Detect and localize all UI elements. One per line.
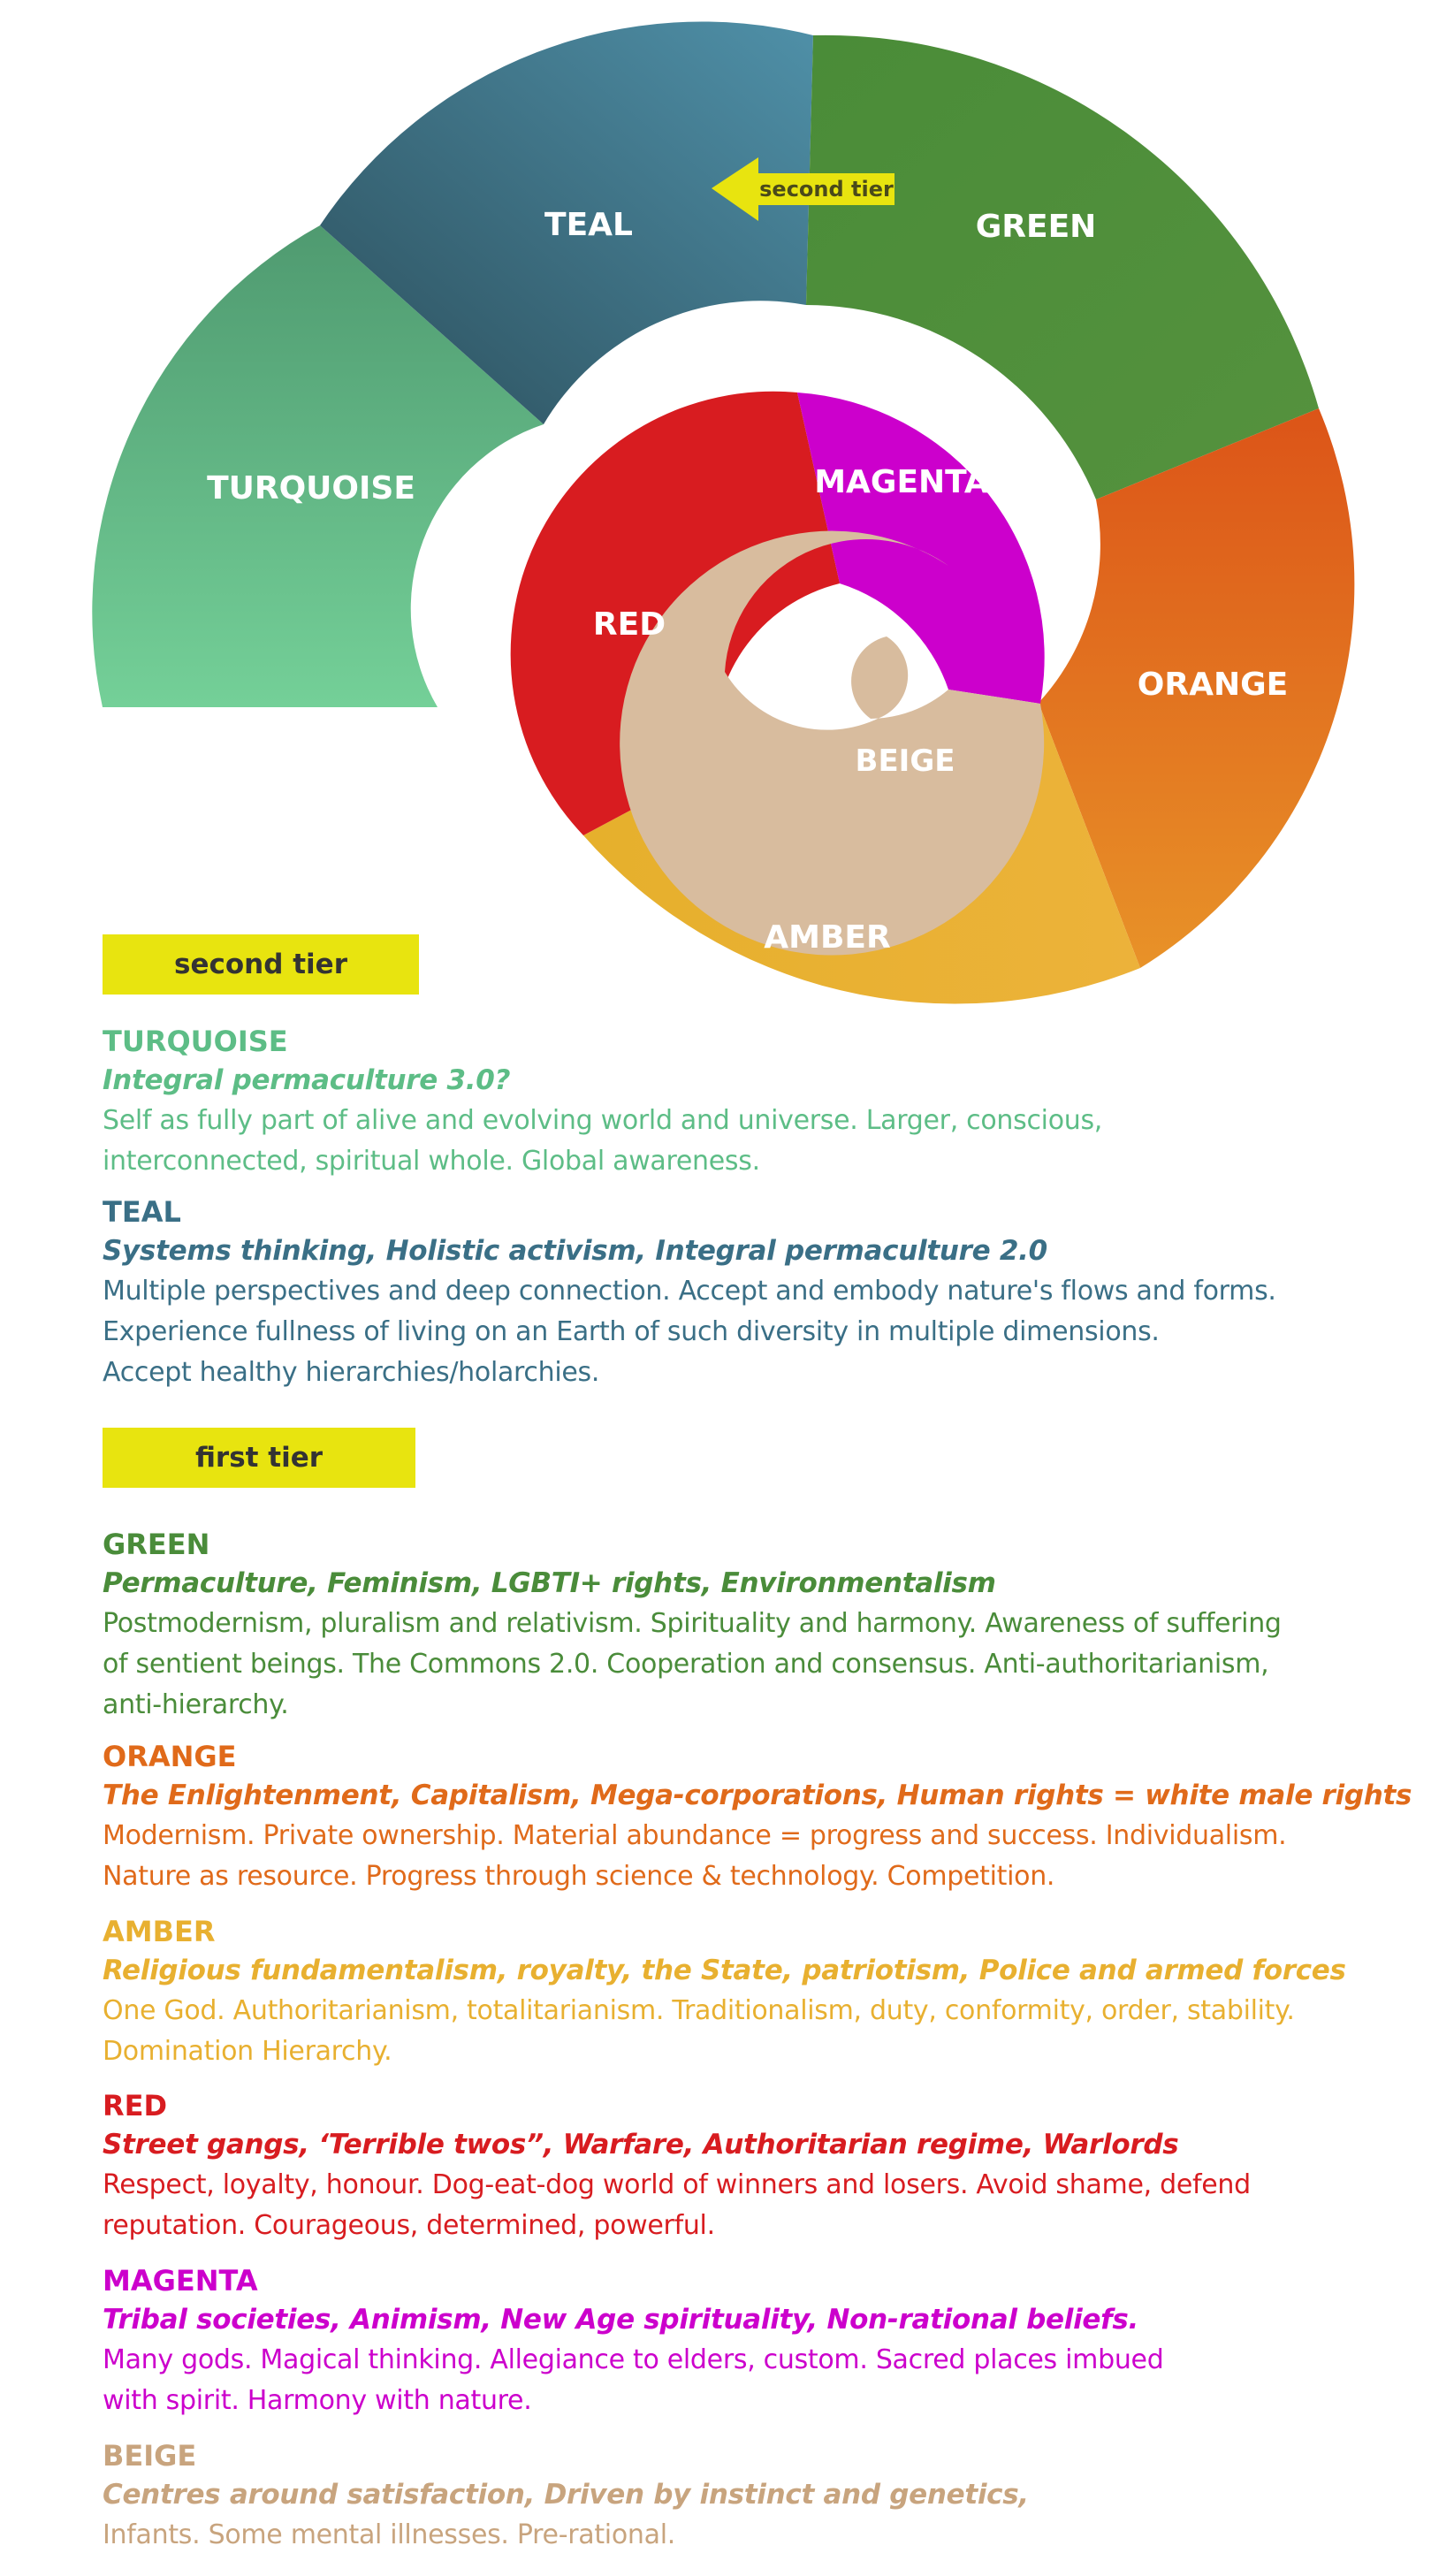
stage-orange: ORANGE The Enlightenment, Capitalism, Me… [103,1738,1437,1897]
spiral-diagram: second tier TURQUOISE TEAL GREEN ORANGE … [92,21,1355,1004]
stage-name: TURQUOISE [103,1025,288,1058]
stage-subtitle: Tribal societies, Animism, New Age spiri… [103,2304,1138,2336]
stage-description-line: Multiple perspectives and deep connectio… [103,1276,1276,1307]
stage-name: ORANGE [103,1740,237,1773]
stage-subtitle: Centres around satisfaction, Driven by i… [103,2479,1029,2511]
stage-green: GREEN Permaculture, Feminism, LGBTI+ rig… [103,1526,1437,1726]
stage-description-line: with spirit. Harmony with nature. [103,2385,532,2416]
spiral-label-red: RED [593,606,666,643]
stage-amber: AMBER Religious fundamentalism, royalty,… [103,1913,1437,2072]
spiral-segment-magenta [797,392,1045,704]
stage-description-line: anti-hierarchy. [103,1689,289,1720]
stage-description-line: Many gods. Magical thinking. Allegiance … [103,2344,1164,2375]
stage-description: Infants. Some mental illnesses. Pre-rati… [103,2515,1437,2556]
stage-subtitle: Systems thinking, Holistic activism, Int… [103,1235,1047,1267]
spiral-segment-orange [1039,408,1355,968]
spiral-segment-green [806,34,1319,500]
stage-description: Modernism. Private ownership. Material a… [103,1816,1437,1897]
stage-description-line: Modernism. Private ownership. Material a… [103,1820,1287,1851]
stage-name: AMBER [103,1915,216,1948]
stage-description: Multiple perspectives and deep connectio… [103,1271,1437,1393]
stage-subtitle: Permaculture, Feminism, LGBTI+ rights, E… [103,1567,996,1599]
stage-description: One God. Authoritarianism, totalitariani… [103,1991,1437,2072]
stage-name: BEIGE [103,2439,197,2473]
stage-beige: BEIGE Centres around satisfaction, Drive… [103,2437,1437,2556]
stage-description-line: of sentient beings. The Commons 2.0. Coo… [103,1649,1269,1680]
stage-description-line: Respect, loyalty, honour. Dog-eat-dog wo… [103,2169,1251,2200]
spiral-label-turquoise: TURQUOISE [207,470,415,507]
stage-description-line: reputation. Courageous, determined, powe… [103,2210,715,2241]
stage-red: RED Street gangs, ‘Terrible twos”, Warfa… [103,2087,1437,2246]
spiral-label-beige: BEIGE [856,743,955,779]
stage-description-line: Accept healthy hierarchies/holarchies. [103,1357,600,1388]
stage-subtitle: Integral permaculture 3.0? [103,1064,511,1096]
stage-description-line: Infants. Some mental illnesses. Pre-rati… [103,2519,675,2550]
stage-turquoise: TURQUOISE Integral permaculture 3.0? Sel… [103,1023,1437,1182]
stage-magenta: MAGENTA Tribal societies, Animism, New A… [103,2262,1437,2421]
first-tier-badge: first tier [103,1428,415,1488]
stage-description-line: One God. Authoritarianism, totalitariani… [103,1995,1295,2026]
stage-description-line: Nature as resource. Progress through sci… [103,1861,1055,1892]
stage-description: Respect, loyalty, honour. Dog-eat-dog wo… [103,2165,1437,2246]
stage-name: GREEN [103,1528,210,1561]
spiral-label-orange: ORANGE [1138,667,1288,703]
spiral-label-green: GREEN [976,209,1097,245]
spiral-label-magenta: MAGENTA [814,464,989,500]
stage-teal: TEAL Systems thinking, Holistic activism… [103,1193,1437,1393]
stage-description-line: Domination Hierarchy. [103,2036,392,2067]
stage-description-line: interconnected, spiritual whole. Global … [103,1146,760,1177]
spiral-segment-turquoise [92,225,544,707]
stage-subtitle: Street gangs, ‘Terrible twos”, Warfare, … [103,2129,1179,2161]
stage-description-line: Postmodernism, pluralism and relativism.… [103,1608,1282,1639]
stage-name: MAGENTA [103,2264,258,2298]
stage-description: Postmodernism, pluralism and relativism.… [103,1604,1437,1726]
stage-description-line: Self as fully part of alive and evolving… [103,1105,1103,1136]
stage-name: TEAL [103,1195,181,1229]
stage-name: RED [103,2089,168,2123]
stage-subtitle: Religious fundamentalism, royalty, the S… [103,1955,1346,1986]
second-tier-arrow: second tier [712,157,894,221]
stage-description: Self as fully part of alive and evolving… [103,1101,1437,1182]
stage-description-line: Experience fullness of living on an Eart… [103,1316,1160,1347]
spiral-label-amber: AMBER [764,919,890,956]
stage-description: Many gods. Magical thinking. Allegiance … [103,2340,1437,2421]
second-tier-badge: second tier [103,934,419,995]
stage-subtitle: The Enlightenment, Capitalism, Mega-corp… [103,1780,1412,1811]
spiral-segment-beige [620,530,1045,956]
second-tier-arrow-label: second tier [759,177,894,202]
spiral-segment-teal [320,21,813,425]
spiral-label-teal: TEAL [544,207,633,243]
